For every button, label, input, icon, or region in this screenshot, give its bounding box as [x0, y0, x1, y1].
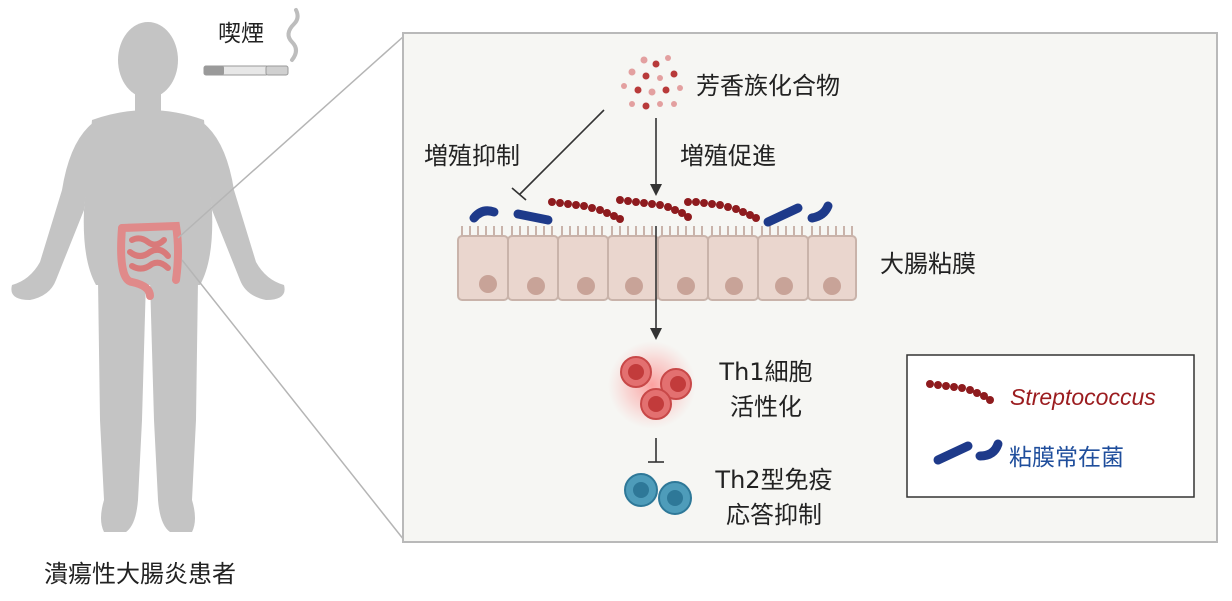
th2-cells: [624, 473, 692, 515]
streptococcus-chains: [548, 196, 760, 223]
mucosa-label: 大腸粘膜: [880, 250, 976, 278]
th1-label: Th1細胞 活性化: [714, 352, 818, 422]
smoking-label: 喫煙: [218, 21, 264, 47]
patient-label: 潰瘍性大腸炎患者: [44, 560, 236, 588]
intestine-icon: [117, 221, 182, 300]
commensal-bacteria: [469, 201, 833, 227]
th1-cells: [608, 341, 696, 429]
zoom-lines: [177, 35, 405, 541]
compound-label: 芳香族化合物: [696, 72, 840, 100]
th1-label-line1: Th1細胞: [719, 358, 813, 386]
inhibit-growth-label: 増殖抑制: [424, 142, 520, 170]
legend-box: [906, 354, 1195, 498]
legend-streptococcus-label: Streptococcus: [1010, 384, 1156, 410]
th2-label-line2: 応答抑制: [726, 501, 822, 529]
legend-streptococcus-icon: [926, 380, 994, 404]
epithelium: [457, 226, 857, 301]
th2-label: Th2型免疫 応答抑制: [704, 460, 844, 530]
inhibit-th2: [648, 438, 664, 463]
promote-growth-label: 増殖促進: [680, 142, 776, 170]
arrow-to-th1: [650, 226, 662, 340]
legend-commensal-icon: [933, 439, 1003, 465]
th2-label-line1: Th2型免疫: [715, 466, 833, 494]
legend-commensal-label: 粘膜常在菌: [1009, 445, 1124, 471]
th1-label-line2: 活性化: [730, 393, 802, 421]
promote-growth-arrow: [650, 118, 662, 196]
cigarette-icon: [203, 8, 300, 76]
human-silhouette: [11, 22, 285, 532]
inhibit-growth-arrow: [511, 109, 605, 201]
aromatic-compound-icon: [621, 55, 683, 110]
